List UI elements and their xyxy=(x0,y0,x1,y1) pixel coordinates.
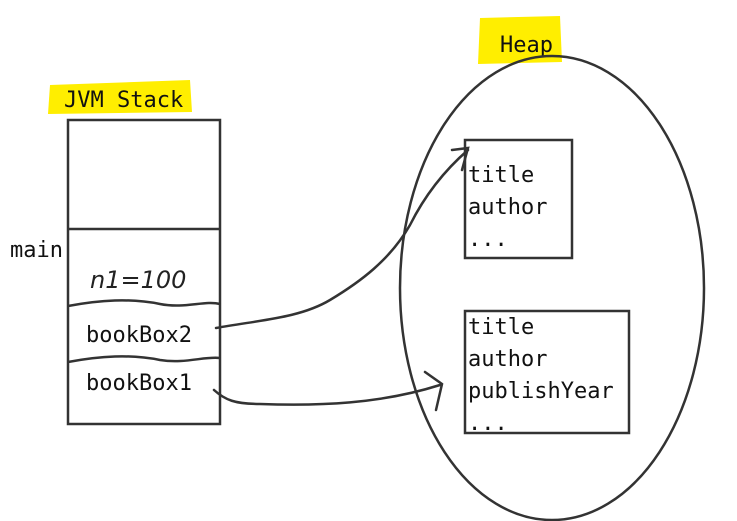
object2-field: ... xyxy=(468,411,508,436)
heap-title: Heap xyxy=(500,33,553,58)
reference-arrow-bookbox1 xyxy=(212,383,442,406)
reference-arrow-bookbox2 xyxy=(214,148,470,330)
heap-area xyxy=(398,54,706,521)
stack-var-bookbox1: bookBox1 xyxy=(86,371,192,396)
object1-field: title xyxy=(468,163,534,188)
arrow-head xyxy=(450,146,470,172)
heap-object-1 xyxy=(463,138,574,260)
object2-field: title xyxy=(468,315,534,340)
object1-field: author xyxy=(468,195,547,220)
arrow-head xyxy=(423,370,444,412)
object1-field: ... xyxy=(468,227,508,252)
stack-var-n1: n1=100 xyxy=(90,266,186,294)
object2-field: publishYear xyxy=(468,379,614,404)
object2-field: author xyxy=(468,347,547,372)
stack-title: JVM Stack xyxy=(64,88,183,113)
frame-label-main: main xyxy=(10,238,63,263)
heap-object-2 xyxy=(463,309,631,435)
stack-var-bookbox2: bookBox2 xyxy=(86,323,192,348)
heap-title-highlight xyxy=(478,16,562,64)
jvm-stack xyxy=(66,118,222,426)
stack-title-highlight xyxy=(48,80,192,114)
